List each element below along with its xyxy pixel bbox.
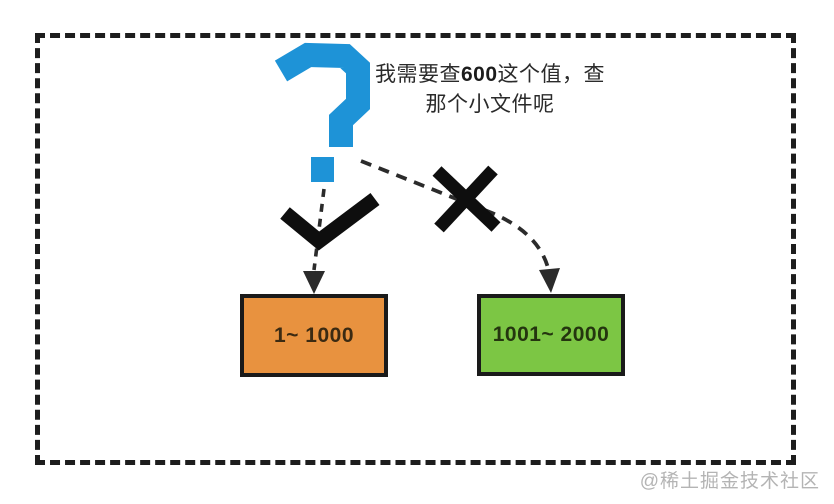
check-icon <box>280 193 380 251</box>
watermark-juejin: @稀土掘金技术社区 <box>639 471 820 492</box>
range-box-1001-2000: 1001~ 2000 <box>477 294 625 376</box>
arrowhead-down <box>539 268 560 293</box>
arrowhead-down <box>303 271 325 294</box>
arrow-to-large-file <box>360 159 560 293</box>
annotation-line-2: 那个小文件呢 <box>425 92 555 116</box>
question-mark-hook <box>274 42 370 147</box>
annotation-value-600: 600 <box>460 63 498 86</box>
arrow-to-small-file <box>303 188 326 294</box>
x-stroke-2 <box>434 165 498 233</box>
annotation-text: 我需要查 <box>374 63 461 86</box>
question-mark-icon <box>274 42 370 182</box>
range-box-1-1000: 1~ 1000 <box>240 294 388 377</box>
x-icon <box>432 165 501 233</box>
diagram-border <box>35 33 796 465</box>
question-mark-dot <box>311 157 334 182</box>
annotation-line-1: 我需要查600这个值，查 <box>358 60 622 90</box>
arrow-line <box>360 159 551 273</box>
question-annotation: 我需要查600这个值，查 那个小文件呢 <box>358 60 622 120</box>
annotation-text: 这个值，查 <box>497 63 606 86</box>
